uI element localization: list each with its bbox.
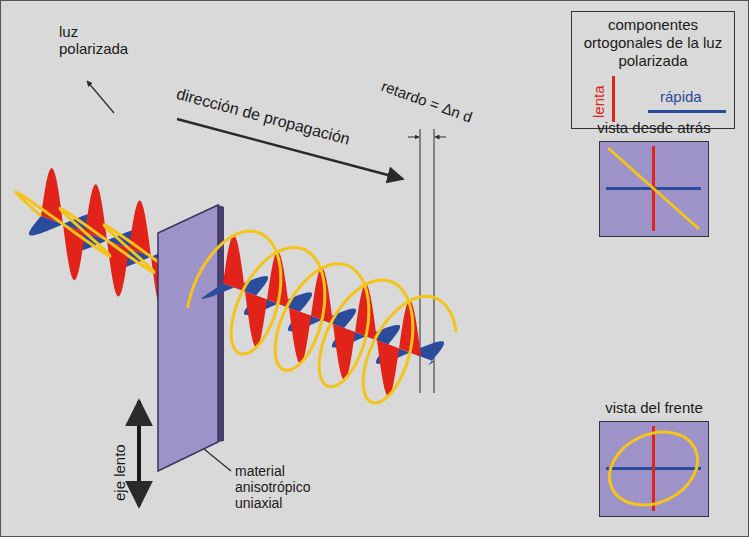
slow-axis-label: eje lento	[111, 444, 128, 501]
retardation-label: retardo = Δn d	[379, 77, 475, 126]
heading: vista desde atrás	[593, 119, 715, 137]
legend-row: lenta rápida	[576, 70, 730, 126]
heading: componentes ortogonales de la luz polari…	[576, 16, 730, 70]
back-view: vista desde atrás	[593, 119, 715, 237]
polarized-light	[188, 231, 456, 403]
heading: vista del frente	[593, 399, 715, 417]
view-drawing	[600, 142, 707, 235]
legend-box: componentes ortogonales de la luz polari…	[571, 11, 735, 129]
retardation-arrow	[408, 137, 419, 138]
plate-edge	[218, 205, 224, 442]
leader-line	[87, 81, 114, 113]
view-drawing	[600, 422, 707, 515]
slow-axis	[652, 426, 655, 511]
retardation-arrow	[435, 137, 446, 138]
slow-axis-arrow	[137, 401, 141, 506]
front-view: vista del frente	[593, 399, 715, 517]
light-label: luz polarizada	[59, 23, 139, 58]
anisotropic-plate	[158, 205, 218, 471]
legend-swatch	[612, 76, 615, 122]
slow-component	[41, 168, 161, 312]
view-square	[599, 141, 709, 237]
linear-polarization	[608, 148, 699, 229]
material-label: material anisotrópico uniaxial	[235, 463, 353, 511]
propagation-label: dirección de propagación	[174, 85, 351, 149]
leader-line	[204, 449, 231, 471]
legend-text: lenta	[590, 85, 607, 118]
legend-text: rápida	[660, 88, 702, 105]
view-square	[599, 421, 709, 517]
elliptical-polarization	[600, 422, 707, 515]
legend-swatch	[648, 110, 726, 113]
